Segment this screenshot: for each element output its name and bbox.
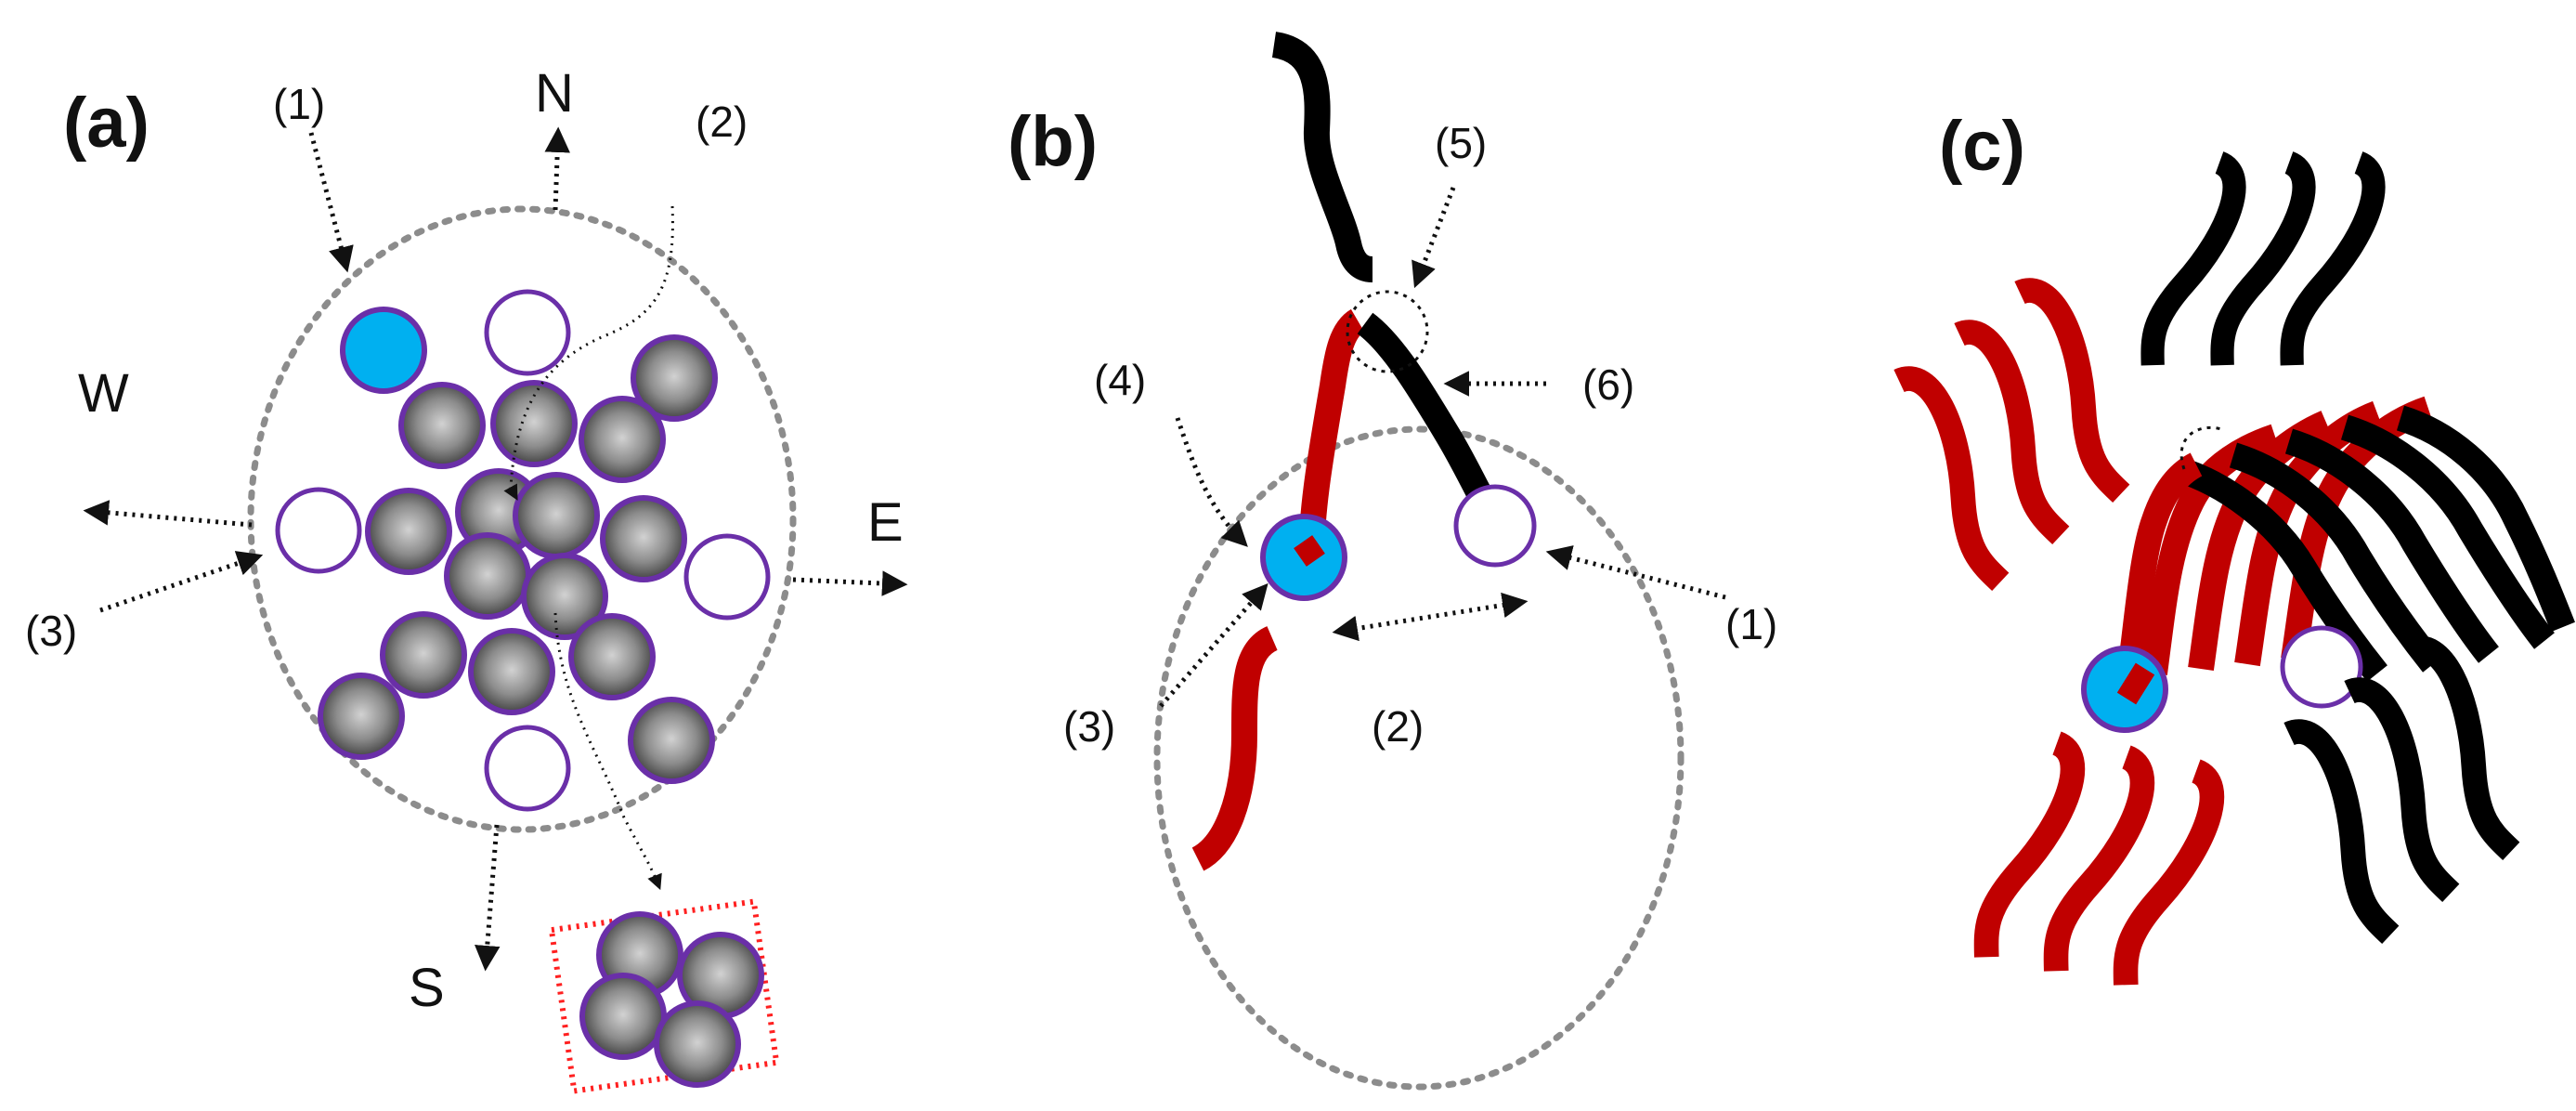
particle-cluster xyxy=(275,289,771,812)
particle-gray xyxy=(521,553,608,640)
west-arrow xyxy=(83,500,253,528)
black-chain-group-top xyxy=(2143,162,2383,373)
particle-gray xyxy=(365,488,452,575)
annotation-1-label: (1) xyxy=(1725,600,1777,648)
particle-open xyxy=(2280,625,2363,709)
east-arrow xyxy=(792,570,908,596)
particle-gray xyxy=(513,472,600,559)
red-chain-group-bottom xyxy=(1977,742,2222,992)
red-chain xyxy=(1896,369,2020,586)
panel-c: (c) xyxy=(1896,107,2575,992)
black-chain-stack xyxy=(2284,428,2499,663)
annotation-5-arrow xyxy=(1412,187,1456,289)
annotation-2-arrow xyxy=(1332,592,1529,642)
red-chain-lower xyxy=(1190,626,1279,871)
particle-gray xyxy=(579,396,666,483)
particle-gray xyxy=(380,611,467,699)
annotation-3-arrow xyxy=(1159,582,1268,708)
annotation-1-arrow xyxy=(308,132,354,273)
particle-gray xyxy=(444,532,531,620)
south-label: S xyxy=(409,958,445,1018)
panel-c-label: (c) xyxy=(1939,107,2025,186)
black-chain-top xyxy=(1271,32,1374,282)
junction-marker xyxy=(1346,290,1429,373)
south-arrow xyxy=(475,824,501,972)
red-chain-stack xyxy=(2234,400,2383,667)
particle-gray xyxy=(568,613,656,700)
annotation-1-label: (1) xyxy=(273,80,325,128)
particle-gray xyxy=(318,673,405,760)
aggregate-stack xyxy=(2141,396,2575,682)
annotation-3-label: (3) xyxy=(25,607,77,655)
panel-b-region-ellipse xyxy=(1153,425,1685,1091)
black-chain-stack xyxy=(2396,405,2575,633)
annotation-3-arrow xyxy=(99,551,264,613)
panel-b: (b) (5) (6) (4) (3) (2) (1) xyxy=(1008,32,1777,1091)
black-chain-stack xyxy=(2229,442,2443,673)
particle-open xyxy=(683,533,771,621)
particle-gray xyxy=(631,334,718,422)
black-chain xyxy=(2286,722,2410,939)
particle-gray xyxy=(579,973,667,1060)
panel-a: (a) N W E S (1) (2) (3) xyxy=(25,63,908,1094)
particle-blue xyxy=(340,307,427,394)
red-chain-group-left xyxy=(1896,281,2140,586)
junction-marker xyxy=(2179,425,2222,470)
annotation-6-label: (6) xyxy=(1582,360,1634,409)
annotation-4-label: (4) xyxy=(1094,356,1146,404)
particle-gray xyxy=(490,380,578,467)
particle-gray xyxy=(628,697,715,784)
north-label: N xyxy=(535,63,574,124)
annotation-4-arrow xyxy=(1175,417,1248,547)
particle-gray xyxy=(600,495,687,582)
west-label: W xyxy=(78,363,129,424)
panel-a-region-ellipse xyxy=(247,205,797,833)
panel-b-label: (b) xyxy=(1008,102,1098,181)
particle-open xyxy=(484,725,571,812)
particle-gray xyxy=(398,382,486,469)
red-chain-stack xyxy=(2281,396,2433,662)
panel-a-label: (a) xyxy=(63,84,150,163)
particle-gray xyxy=(468,628,555,715)
particle-open xyxy=(484,289,571,376)
east-label: E xyxy=(867,492,904,553)
annotation-2-label: (2) xyxy=(1372,702,1424,751)
particle-open xyxy=(1453,484,1537,568)
north-arrow xyxy=(544,126,570,211)
black-chain-stack xyxy=(2340,414,2555,649)
particle-gray xyxy=(654,1000,741,1088)
annotation-5-label: (5) xyxy=(1435,119,1487,167)
annotation-2-label: (2) xyxy=(696,98,748,146)
annotation-3-label: (3) xyxy=(1063,702,1115,751)
detached-cluster xyxy=(548,898,780,1094)
particle-open xyxy=(275,487,362,574)
